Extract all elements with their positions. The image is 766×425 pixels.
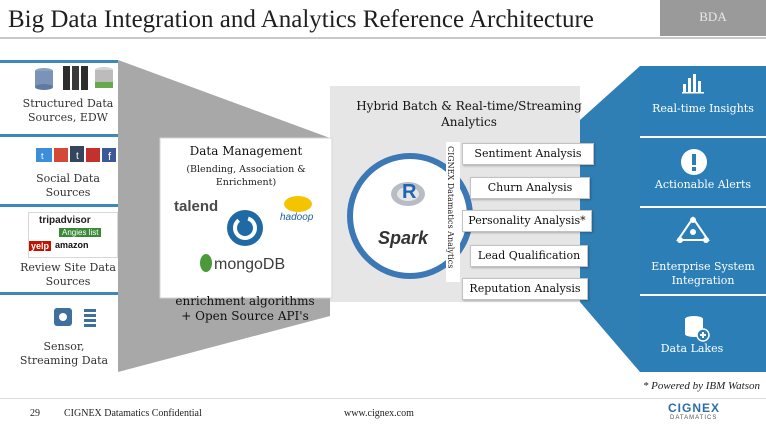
bar-chart-icon xyxy=(681,72,707,94)
confidential-note: CIGNEX Datamatics Confidential xyxy=(64,408,202,419)
footnote: * Powered by IBM Watson xyxy=(642,380,760,392)
output-divider-3 xyxy=(640,294,766,296)
database-add-icon xyxy=(682,314,710,342)
svg-text:t: t xyxy=(76,151,79,162)
bda-tag: BDA xyxy=(660,0,766,36)
structured-data-icons xyxy=(30,64,116,94)
tumblr-icon xyxy=(70,146,84,162)
analytics-vertical-label: CIGNEX Datamatics Analytics xyxy=(446,146,455,269)
amazon-logo: amazon xyxy=(55,240,89,250)
enrichment-label: enrichment algorithms + Open Source API'… xyxy=(175,294,315,323)
mongodb-leaf-icon xyxy=(200,254,212,272)
output-divider-2 xyxy=(640,206,766,208)
hadoop-logo: hadoop xyxy=(280,212,314,223)
right-funnel xyxy=(580,66,640,372)
title-divider xyxy=(0,37,766,39)
spark-logo: Spark xyxy=(378,228,429,248)
svg-text:f: f xyxy=(108,151,112,163)
social-icons: f t t xyxy=(34,144,118,166)
tripadvisor-logo: tripadvisor xyxy=(39,215,91,226)
lead-qualification-box: Lead Qualification xyxy=(470,245,588,267)
cignex-logo: CIGNEX xyxy=(668,401,721,415)
review-site-logos: tripadvisor Angies list yelp amazon xyxy=(28,212,118,258)
sensor-icons xyxy=(52,306,102,330)
network-integration-icon xyxy=(676,216,710,246)
personality-analysis-box: Personality Analysis* xyxy=(462,210,592,232)
source-stripe-2 xyxy=(0,134,118,137)
data-management-subtitle: (Blending, Association & Enrichment) xyxy=(186,164,306,188)
google-plus-icon xyxy=(54,148,68,162)
footer-rule xyxy=(0,398,766,399)
svg-text:t: t xyxy=(41,151,44,161)
storage-icon xyxy=(95,67,113,88)
data-management-title: Data Management xyxy=(189,144,303,158)
data-lakes-label: Data Lakes xyxy=(660,342,724,355)
yelp-logo: yelp xyxy=(29,241,52,251)
page-title: Big Data Integration and Analytics Refer… xyxy=(8,6,594,33)
talend-logo: talend xyxy=(174,198,219,215)
churn-analysis-box: Churn Analysis xyxy=(470,177,590,199)
database-icon xyxy=(35,68,53,90)
mongodb-logo: mongoDB xyxy=(214,256,286,273)
youtube-icon xyxy=(86,148,100,162)
source-stripe-3 xyxy=(0,204,118,207)
r-logo-label: R xyxy=(402,181,417,203)
facebook-icon xyxy=(102,148,116,162)
analytics-title: Hybrid Batch & Real-time/Streaming Analy… xyxy=(356,99,582,129)
twitter-icon xyxy=(36,148,52,162)
page-number: 29 xyxy=(30,408,40,419)
grid-list-icon xyxy=(84,309,96,327)
hadoop-elephant-icon xyxy=(284,196,312,212)
sensor-data-label: Sensor, Streaming Data xyxy=(19,340,109,367)
reputation-analysis-box: Reputation Analysis xyxy=(462,278,588,300)
cignex-logo-sub: DATAMATICS xyxy=(670,415,718,421)
sync-circle-icon xyxy=(225,208,265,248)
sentiment-analysis-box: Sentiment Analysis xyxy=(462,143,594,165)
alert-icon xyxy=(680,148,708,176)
social-data-label: Social Data Sources xyxy=(36,172,100,199)
r-logo-icon xyxy=(390,180,426,208)
vertical-label-band xyxy=(446,142,460,282)
actionable-alerts-label: Actionable Alerts xyxy=(654,178,752,191)
real-time-insights-label: Real-time Insights xyxy=(652,102,754,115)
server-rack-icon xyxy=(63,66,88,90)
angies-list-logo: Angies list xyxy=(59,228,102,237)
enterprise-system-integration-label: Enterprise System Integration xyxy=(651,260,755,287)
source-stripe-4 xyxy=(0,292,118,295)
footer-url[interactable]: www.cignex.com xyxy=(344,408,414,419)
review-site-label: Review Site Data Sources xyxy=(20,261,116,288)
structured-data-label: Structured Data Sources, EDW xyxy=(22,97,114,124)
output-divider-1 xyxy=(640,136,766,138)
source-stripe-1 xyxy=(0,60,118,63)
